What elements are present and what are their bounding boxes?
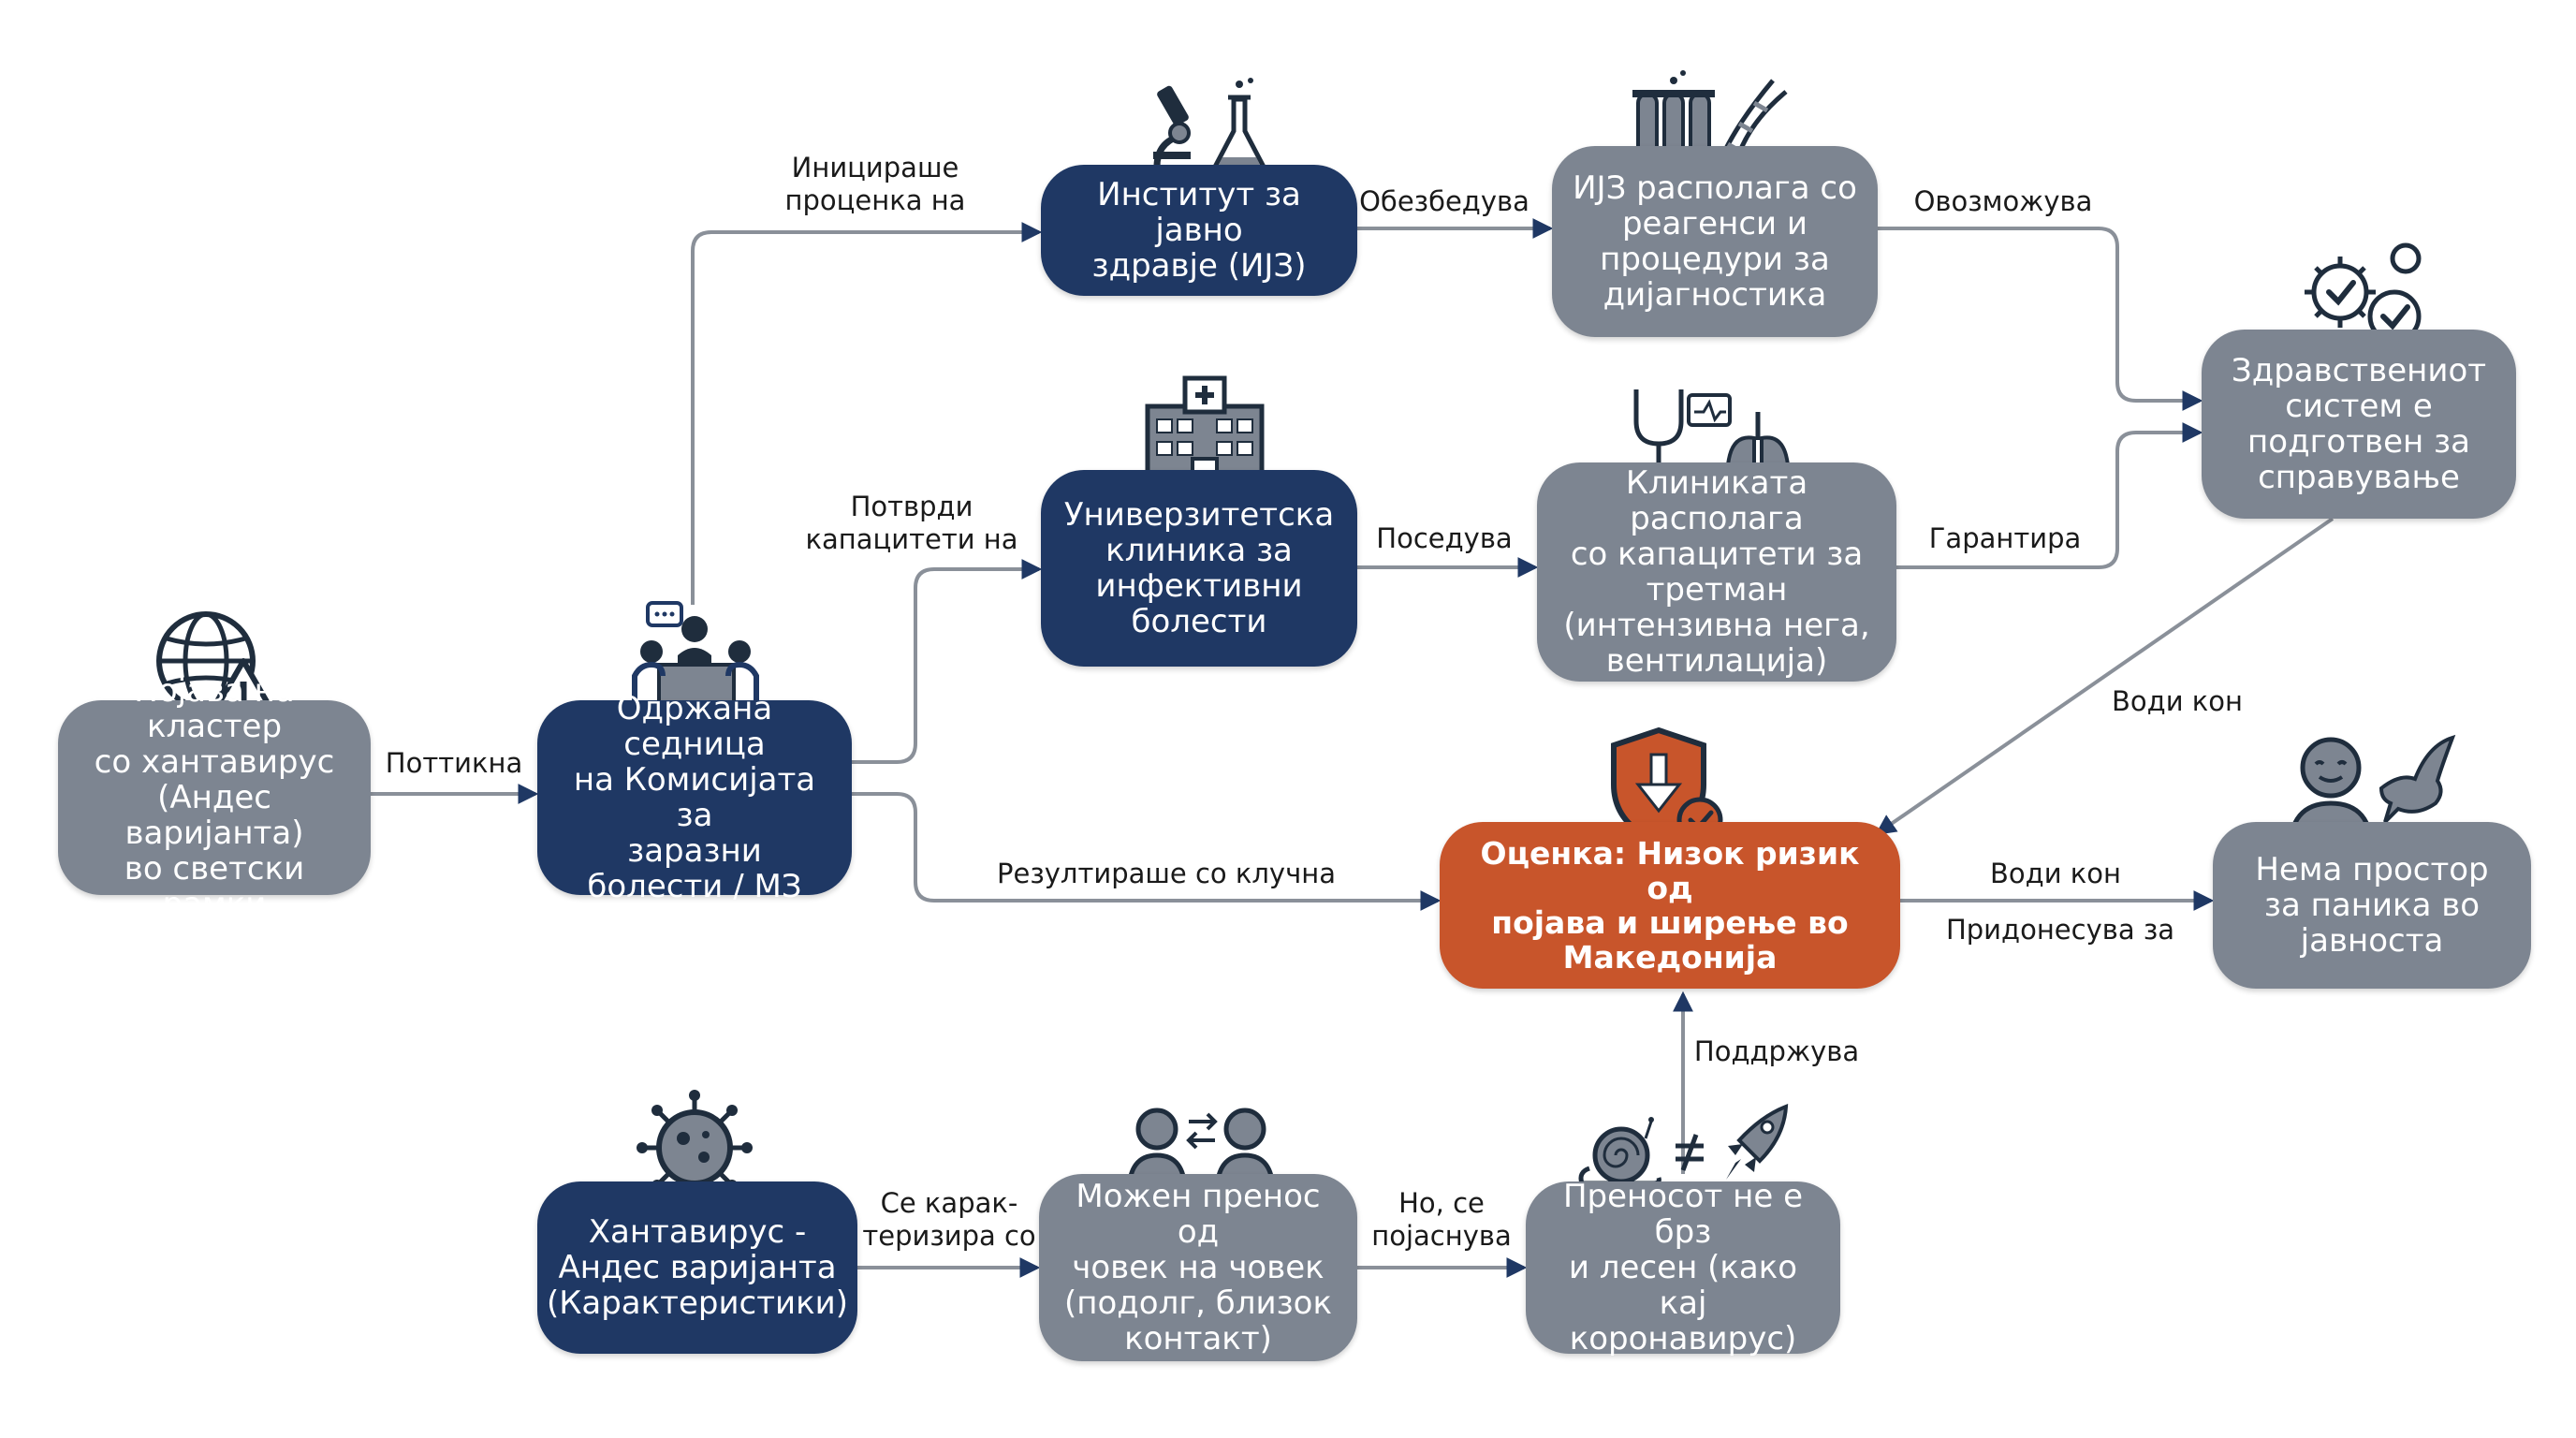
edge-session-clinic [852, 559, 1043, 764]
edge-label-provides: Обезбедува [1359, 185, 1530, 217]
node-human-transmission-label: Можен пренос од човек на човек (подолг, … [1063, 1178, 1333, 1357]
microscope-flask-icon [1146, 78, 1268, 181]
edge-label-leads-to-panic: Води кон [1990, 858, 2121, 889]
node-assessment-low-risk-label: Оценка: Низок ризик од појава и ширење в… [1480, 835, 1860, 976]
node-no-panic-label: Нема простор за паника во јавноста [2255, 851, 2489, 960]
edge-label-initiated: Иницираше проценка на [784, 152, 966, 216]
node-university-clinic[interactable]: Универзитетска клиника за инфективни бол… [1041, 470, 1357, 667]
node-university-clinic-label: Универзитетска клиника за инфективни бол… [1063, 496, 1335, 640]
edge-label-leads-to-system: Води кон [2112, 685, 2243, 717]
gears-check-icon [2305, 242, 2422, 344]
node-not-fast-transmission[interactable]: Преносот не е брз и лесен (како кај коро… [1526, 1178, 1840, 1357]
edge-label-contributes: Придонесува за [1945, 914, 2175, 946]
node-ijz-reagents-label: ИЈЗ располага со реагенси и процедури за… [1573, 169, 1857, 314]
node-hantavirus-andes-label: Хантавирус - Андес варијанта (Карактерис… [546, 1213, 849, 1322]
edge-label-prompted: Поттикна [385, 747, 523, 779]
node-no-panic[interactable]: Нема простор за паника во јавноста [2213, 822, 2531, 989]
node-cluster[interactable]: Појава на кластер со хантавирус (Андес в… [58, 673, 371, 922]
node-clinic-capacity[interactable]: Клиниката располага со капацитети за тре… [1537, 462, 1896, 682]
node-ijz[interactable]: Институт за јавно здравје (ИЈЗ) [1041, 165, 1357, 296]
node-health-system-label: Здравствениот систем е подготвен за спра… [2231, 352, 2487, 496]
node-clinic-capacity-label: Клиниката располага со капацитети за тре… [1563, 464, 1870, 680]
edge-label-but-explained: Но, се појаснува [1371, 1187, 1512, 1252]
edge-session-ijz [691, 222, 1043, 605]
node-not-fast-transmission-label: Преносот не е брз и лесен (како кај коро… [1562, 1178, 1804, 1357]
edge-label-supports: Поддржува [1693, 1035, 1860, 1067]
node-ijz-reagents[interactable]: ИЈЗ располага со реагенси и процедури за… [1552, 146, 1878, 337]
edge-label-possesses: Поседува [1376, 522, 1513, 554]
meeting-icon [632, 601, 759, 715]
edge-label-characterized: Се карак- теризира со [862, 1187, 1036, 1252]
edge-reagents-system [1878, 227, 2203, 411]
node-assessment-low-risk[interactable]: Оценка: Низок ризик од појава и ширење в… [1440, 822, 1900, 989]
edge-system-assessment [1875, 517, 2334, 835]
node-human-transmission[interactable]: Можен пренос од човек на човек (подолг, … [1039, 1174, 1357, 1361]
edge-label-confirmed: Потврди капацитети на [805, 491, 1018, 555]
edge-capacity-system [1896, 422, 2203, 569]
node-commission-session[interactable]: Одржана седница на Комисијата за заразни… [537, 691, 852, 904]
edge-label-enables: Овозможува [1913, 185, 2093, 217]
node-cluster-label: Појава на кластер со хантавирус (Андес в… [94, 672, 335, 923]
edge-label-guarantees: Гарантира [1928, 522, 2082, 554]
node-ijz-label: Институт за јавно здравје (ИЈЗ) [1091, 176, 1307, 285]
node-hantavirus-andes[interactable]: Хантавирус - Андес варијанта (Карактерис… [537, 1181, 857, 1354]
edge-label-resulted: Резултираше со клучна [997, 858, 1336, 889]
node-commission-session-label: Одржана седница на Комисијата за заразни… [573, 690, 816, 905]
node-health-system[interactable]: Здравствениот систем е подготвен за спра… [2202, 330, 2516, 519]
edge-session-assessment [852, 792, 1442, 911]
